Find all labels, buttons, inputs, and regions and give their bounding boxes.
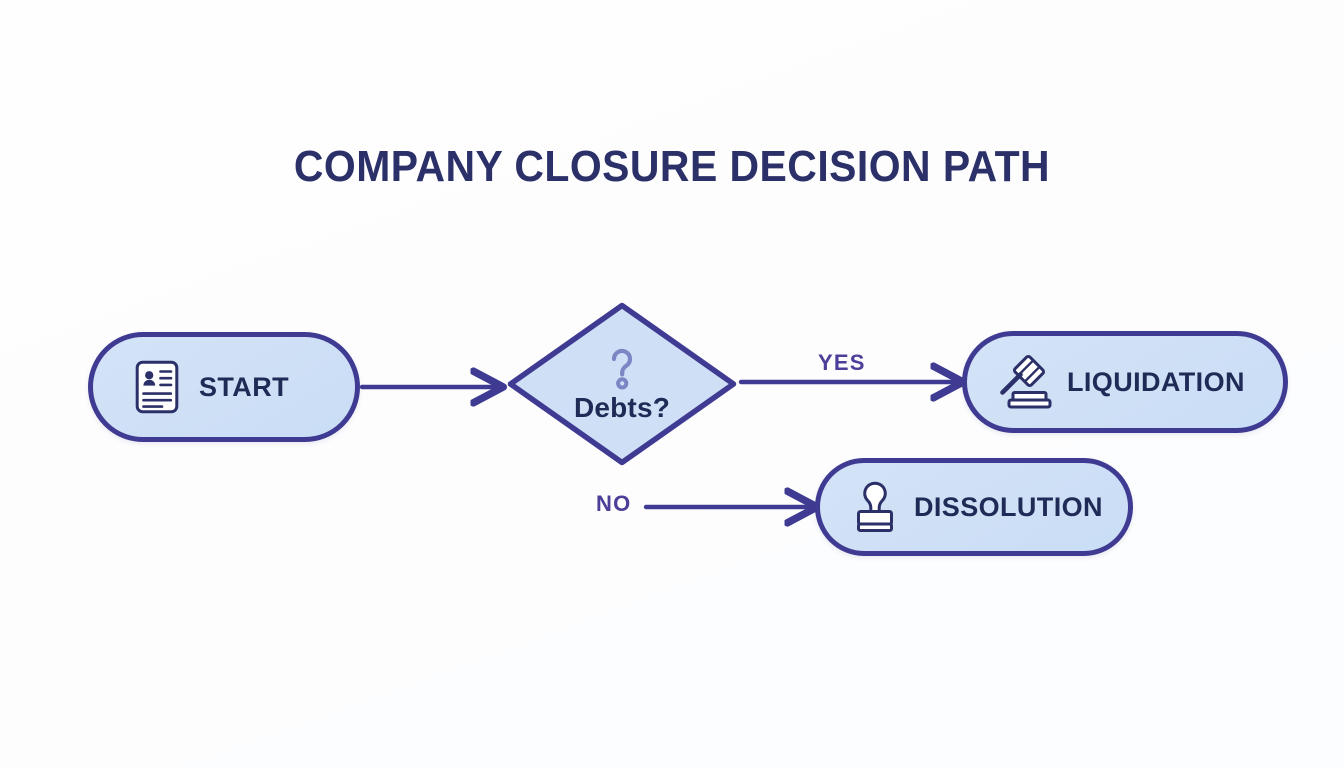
page-title: COMPANY CLOSURE DECISION PATH [293, 142, 1051, 191]
stamp-icon [850, 479, 900, 535]
edge-label-no: NO [596, 491, 632, 516]
node-start[interactable]: START [88, 332, 360, 442]
node-decision[interactable]: Debts? [505, 300, 739, 468]
node-start-label: START [199, 371, 289, 402]
node-dissolution[interactable]: DISSOLUTION [815, 458, 1133, 556]
node-dissolution-label: DISSOLUTION [914, 491, 1103, 522]
id-card-icon [135, 360, 179, 414]
node-liquidation-label: LIQUIDATION [1067, 366, 1245, 397]
gavel-icon [995, 354, 1053, 410]
edge-label-yes: YES [818, 350, 866, 375]
node-liquidation[interactable]: LIQUIDATION [962, 331, 1288, 433]
